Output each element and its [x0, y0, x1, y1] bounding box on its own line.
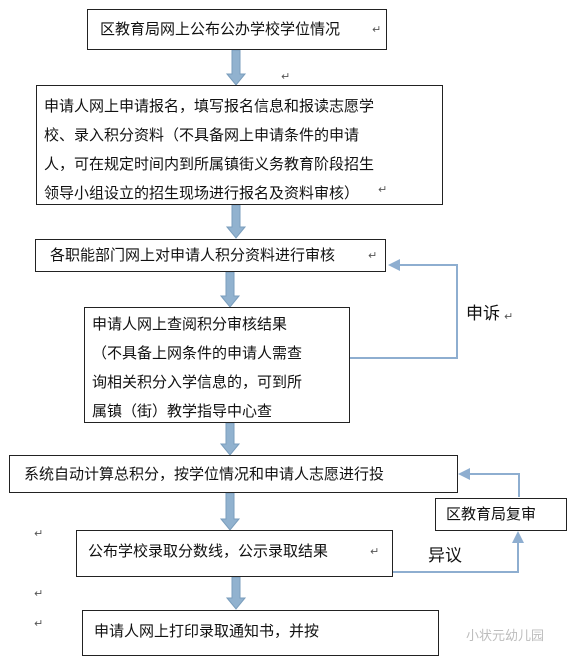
objection-connector: [393, 468, 524, 573]
node-publish-places-label: 区教育局网上公布公办学校学位情况: [100, 20, 341, 38]
return-mark: ↵: [281, 70, 291, 83]
node-check-results-text: 申请人网上查阅积分审核结果 （不具备上网条件的申请人需查 询相关积分入学信息的，…: [92, 310, 302, 426]
text-line: 校、录入积分资料（不具备网上申请条件的申请: [44, 126, 360, 144]
return-mark: ↵: [370, 545, 380, 558]
node-department-review: [35, 239, 386, 272]
node-check-results: [84, 307, 350, 423]
text-line: （不具备上网条件的申请人需查: [92, 344, 303, 362]
node-bureau-review-label: 区教育局复审: [446, 505, 537, 523]
text-line: 人，可在规定时间内到所属镇街义务教育阶段招生: [44, 155, 375, 173]
arrow-step3-step4: [219, 271, 241, 308]
text-line: 申请人网上申请报名，填写报名信息和报读志愿学: [44, 97, 375, 115]
text-line: 领导小组设立的招生现场进行报名及资料审核）: [44, 184, 360, 202]
text-line: 申请人网上查阅积分审核结果: [92, 315, 288, 333]
return-mark: ↵: [34, 617, 44, 630]
appeal-connector: [350, 259, 458, 359]
return-mark: ↵: [504, 310, 514, 323]
text-line: 询相关积分入学信息的，可到所: [92, 373, 303, 391]
arrow-step2-step3: [225, 204, 247, 239]
node-department-review-label: 各职能部门网上对申请人积分资料进行审核: [50, 246, 336, 264]
arrow-step6-step7: [225, 576, 247, 610]
appeal-label: 申诉: [466, 304, 500, 324]
node-bureau-review: [435, 498, 567, 531]
return-mark: ↵: [34, 527, 44, 540]
watermark-text: 小状元幼儿园: [466, 629, 545, 644]
node-print-notice: [82, 610, 439, 656]
node-publish-places: [87, 9, 387, 50]
arrow-step1-step2: [225, 49, 247, 86]
text-line: 属镇（街）教学指导中心查: [92, 402, 273, 420]
return-mark: ↵: [372, 23, 382, 36]
node-publish-results: [76, 530, 393, 577]
return-mark: ↵: [34, 587, 44, 600]
node-auto-calculation-label: 系统自动计算总积分，按学位情况和申请人志愿进行投: [24, 465, 385, 483]
return-mark: ↵: [378, 183, 388, 196]
node-online-application: [36, 85, 443, 205]
return-mark: ↵: [368, 249, 378, 262]
flow-arrows: [219, 49, 247, 610]
node-online-application-text: 申请人网上申请报名，填写报名信息和报读志愿学 校、录入积分资料（不具备网上申请条…: [44, 92, 374, 208]
objection-label: 异议: [428, 546, 462, 566]
node-auto-calculation: [9, 455, 458, 493]
arrow-step4-step5: [219, 422, 241, 456]
node-publish-results-label: 公布学校录取分数线，公示录取结果: [88, 542, 329, 560]
node-print-notice-label: 申请人网上打印录取通知书，并按: [94, 622, 320, 640]
arrow-step5-step6: [219, 492, 241, 531]
